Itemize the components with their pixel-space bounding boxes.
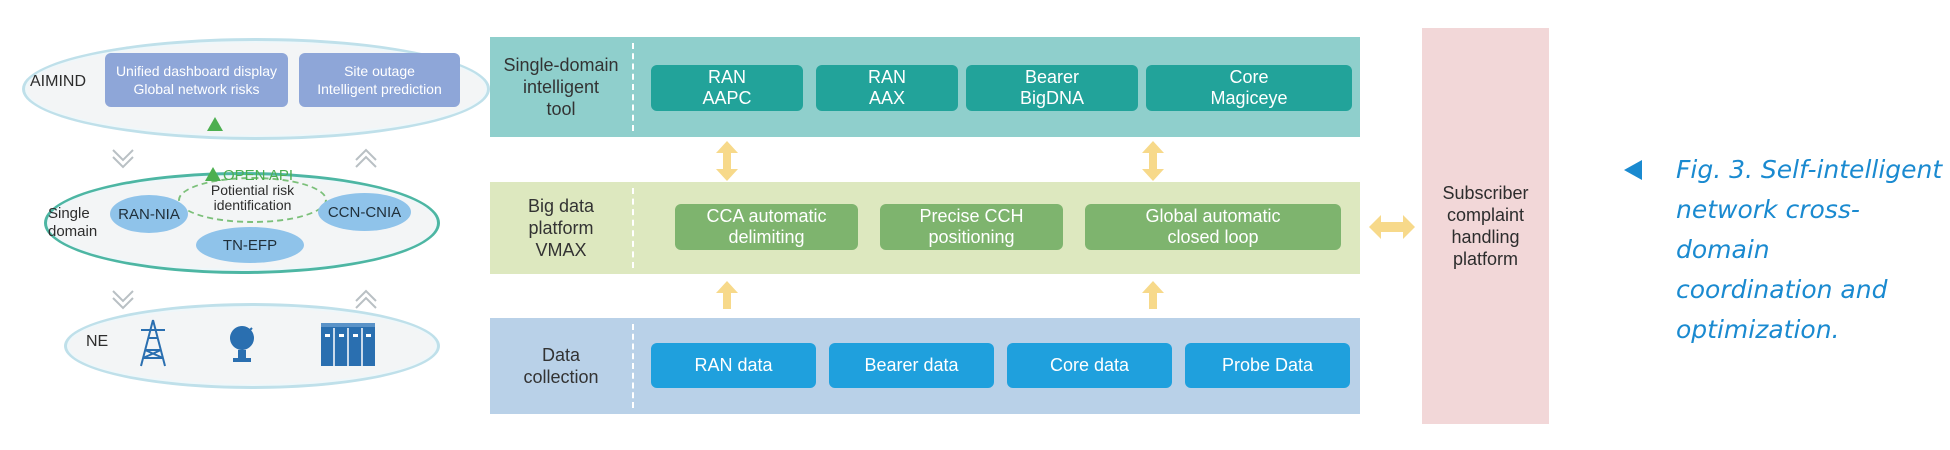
row-data-collection: Data collection RAN data Bearer data Cor…	[490, 318, 1360, 414]
row-big-data-platform: Big data platform VMAX CCA automatic del…	[490, 182, 1360, 274]
tool-title-line3: tool	[546, 99, 576, 119]
caption-line3: coordination and	[1676, 275, 1888, 304]
data-title-line2: collection	[523, 367, 599, 387]
tool-box-line1: Bearer	[1024, 67, 1080, 87]
subscriber-line2: complaint	[1446, 205, 1525, 225]
tool-box-line1: RAN	[707, 67, 746, 87]
bigdata-title-line1: Big data	[527, 196, 595, 216]
caption-line4: optimization.	[1676, 315, 1840, 344]
bigdata-box-cch[interactable]: Precise CCH positioning	[880, 204, 1063, 250]
tool-title-line2: intelligent	[522, 77, 600, 97]
caption-line2: network cross-domain	[1676, 195, 1860, 264]
tool-box-ran-aax[interactable]: RAN AAX	[816, 65, 958, 111]
arrow-up-icon	[716, 281, 738, 309]
tool-box-ran-aapc[interactable]: RAN AAPC	[651, 65, 803, 111]
triangle-up-icon	[207, 117, 223, 131]
aimind-box-outage-line1: Site outage	[344, 63, 415, 79]
aimind-box-outage-line2: Intelligent prediction	[317, 81, 442, 97]
chevron-down-icon	[112, 290, 134, 310]
row-title-bigdata: Big data platform VMAX	[490, 182, 632, 274]
single-domain-label-line1: Single	[48, 205, 90, 222]
bigdata-box-line2: closed loop	[1167, 227, 1259, 247]
subscriber-line4: platform	[1452, 249, 1519, 269]
double-arrow-vertical-icon	[1142, 141, 1164, 181]
bigdata-box-line1: CCA automatic	[706, 206, 827, 226]
data-box-core[interactable]: Core data	[1007, 343, 1172, 388]
tool-box-line1: Core	[1229, 67, 1269, 87]
subscriber-complaint-platform[interactable]: Subscriber complaint handling platform	[1422, 28, 1549, 424]
aimind-box-dashboard[interactable]: Unified dashboard display Global network…	[105, 53, 288, 107]
row-divider	[632, 43, 634, 131]
ccn-cnia-oval[interactable]: CCN-CNIA	[318, 193, 411, 231]
caption-pointer-icon	[1624, 160, 1642, 180]
row-title-data: Data collection	[490, 318, 632, 414]
server-rack-icon	[321, 323, 375, 366]
row-title-tool: Single-domain intelligent tool	[490, 37, 632, 137]
data-box-ran[interactable]: RAN data	[651, 343, 816, 388]
bigdata-box-cca[interactable]: CCA automatic delimiting	[675, 204, 858, 250]
arrow-up-icon	[1142, 281, 1164, 309]
tool-box-bearer-bigdna[interactable]: Bearer BigDNA	[966, 65, 1138, 111]
tool-box-line2: AAX	[868, 88, 906, 108]
aimind-box-outage[interactable]: Site outage Intelligent prediction	[299, 53, 460, 107]
ne-ellipse	[64, 303, 440, 389]
row-single-domain-tool: Single-domain intelligent tool RAN AAPC …	[490, 37, 1360, 137]
bigdata-box-line2: delimiting	[728, 227, 805, 247]
single-domain-label-line2: domain	[48, 223, 98, 240]
data-box-bearer[interactable]: Bearer data	[829, 343, 994, 388]
ne-label: NE	[86, 333, 109, 350]
single-domain-label: Single domain	[48, 205, 97, 241]
bigdata-title-line2: platform	[528, 218, 594, 238]
risk-line2: identification	[213, 197, 292, 213]
double-arrow-vertical-icon	[716, 141, 738, 181]
row-divider	[632, 324, 634, 408]
chevron-up-icon	[355, 148, 377, 168]
data-box-probe[interactable]: Probe Data	[1185, 343, 1350, 388]
aimind-label: AIMIND	[30, 73, 86, 90]
satellite-dish-icon	[230, 326, 254, 362]
open-api-label: OPEN API	[223, 167, 294, 184]
ran-nia-oval[interactable]: RAN-NIA	[110, 195, 188, 233]
data-title-line1: Data	[541, 345, 581, 365]
tool-box-line2: Magiceye	[1210, 88, 1288, 108]
tower-icon	[140, 319, 166, 367]
tool-box-line2: AAPC	[702, 88, 752, 108]
bigdata-box-line1: Precise CCH	[919, 206, 1024, 226]
chevron-up-icon	[355, 289, 377, 309]
risk-identification-label: Potiential risk identification	[190, 183, 315, 213]
tool-box-line2: BigDNA	[1019, 88, 1085, 108]
bigdata-box-line2: positioning	[928, 227, 1015, 247]
figure-caption: Fig. 3. Self-intelligent network cross-d…	[1676, 150, 1946, 350]
row-divider	[632, 188, 634, 268]
aimind-box-dashboard-line2: Global network risks	[133, 81, 260, 97]
subscriber-line3: handling	[1451, 227, 1520, 247]
bigdata-box-line1: Global automatic	[1145, 206, 1281, 226]
caption-line1: Fig. 3. Self-intelligent	[1676, 155, 1943, 184]
risk-line1: Potiential risk	[210, 182, 295, 198]
tn-efp-oval[interactable]: TN-EFP	[196, 227, 304, 263]
aimind-box-dashboard-line1: Unified dashboard display	[115, 63, 278, 79]
tool-box-core-magiceye[interactable]: Core Magiceye	[1146, 65, 1352, 111]
subscriber-line1: Subscriber	[1442, 183, 1529, 203]
tool-title-line1: Single-domain	[503, 55, 619, 75]
bigdata-title-line3: VMAX	[535, 240, 587, 260]
triangle-up-icon	[205, 167, 221, 181]
double-arrow-horizontal-icon	[1369, 215, 1415, 239]
chevron-down-icon	[112, 149, 134, 169]
bigdata-box-closed-loop[interactable]: Global automatic closed loop	[1085, 204, 1341, 250]
tool-box-line1: RAN	[867, 67, 906, 87]
